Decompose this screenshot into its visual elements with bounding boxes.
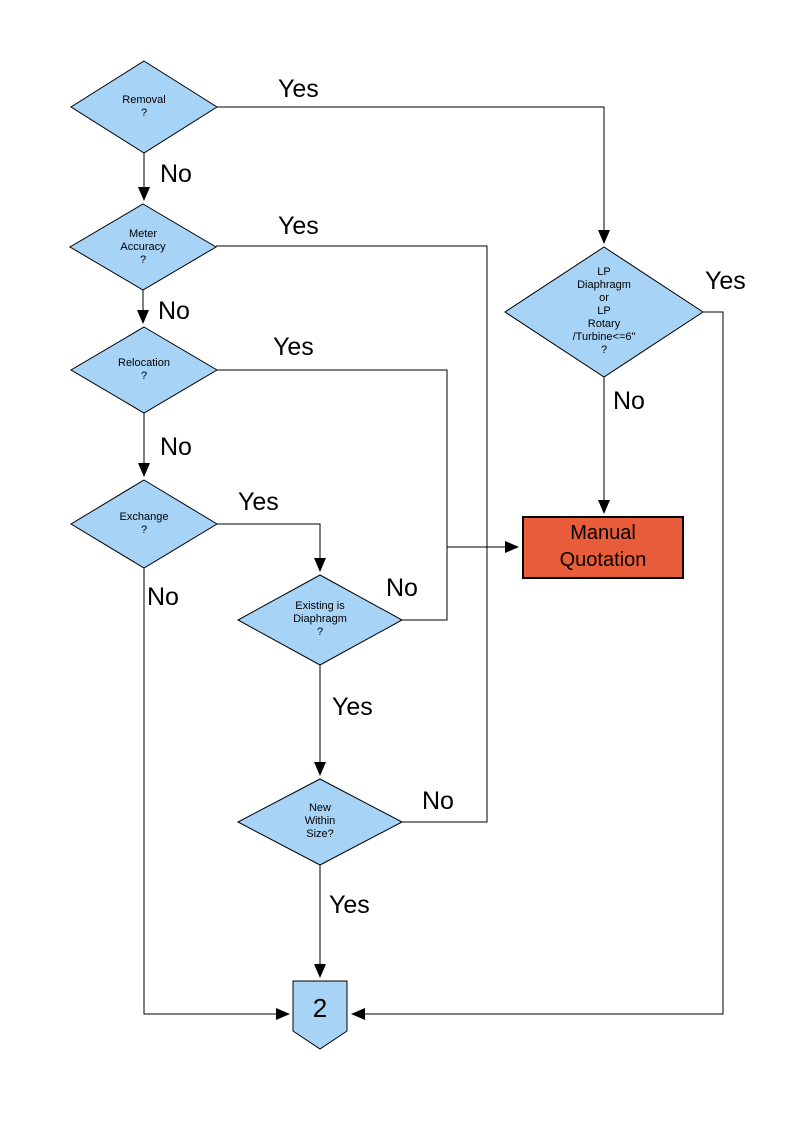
edge-lp-yes xyxy=(351,311,724,1020)
offpage-connector-label: 2 xyxy=(312,993,328,1023)
decision-meter-accuracy-shape xyxy=(69,203,217,291)
edge-label-relocation-yes: Yes xyxy=(273,333,314,361)
offpage-connector-shape xyxy=(292,980,348,1050)
decision-existing-diaphragm-label: Existing is Diaphragm ? xyxy=(293,600,347,638)
edge-label-meter-accuracy-yes: Yes xyxy=(278,212,319,240)
edge-label-removal-yes: Yes xyxy=(278,75,319,103)
decision-existing-diaphragm-shape xyxy=(236,574,404,666)
edge-label-relocation-no: No xyxy=(160,433,192,461)
edge-label-existing-diaphragm-yes: Yes xyxy=(332,693,373,721)
edge-label-new-within-size-no: No xyxy=(422,787,454,815)
edge-exchange-yes xyxy=(217,523,326,572)
edge-label-lp-no: No xyxy=(613,387,645,415)
edge-removal-yes xyxy=(217,106,610,244)
decision-relocation-shape xyxy=(70,326,218,414)
edge-label-meter-accuracy-no: No xyxy=(158,297,190,325)
edge-label-lp-yes: Yes xyxy=(705,267,746,295)
process-manual-quotation-label: Manual Quotation xyxy=(559,522,647,571)
edge-label-removal-no: No xyxy=(160,160,192,188)
decision-exchange-label: Exchange ? xyxy=(119,511,169,536)
decision-exchange-shape xyxy=(70,479,218,569)
decision-meter-accuracy-label: Meter Accuracy ? xyxy=(120,228,166,266)
decision-removal-shape xyxy=(70,60,218,154)
edge-existing-diaphragm-no xyxy=(402,547,448,621)
edge-new-within-size-no xyxy=(402,547,488,823)
edge-label-new-within-size-yes: Yes xyxy=(329,891,370,919)
decision-relocation-label: Relocation ? xyxy=(118,357,170,382)
decision-new-within-size-shape xyxy=(236,778,404,866)
edge-label-exchange-no: No xyxy=(147,583,179,611)
decision-removal-label: Removal ? xyxy=(122,94,166,119)
edge-label-existing-diaphragm-no: No xyxy=(386,574,418,602)
edge-relocation-yes xyxy=(217,369,448,547)
decision-lp-meter-shape xyxy=(504,246,704,378)
process-manual-quotation-shape xyxy=(522,516,684,579)
edge-label-exchange-yes: Yes xyxy=(238,488,279,516)
decision-lp-meter-label: LP Diaphragm or LP Rotary /Turbine<=6" ? xyxy=(572,266,636,356)
decision-new-within-size-label: New Within Size? xyxy=(304,802,336,840)
edge-meter-accuracy-yes xyxy=(216,245,488,547)
edge-exchange-no xyxy=(143,568,290,1020)
